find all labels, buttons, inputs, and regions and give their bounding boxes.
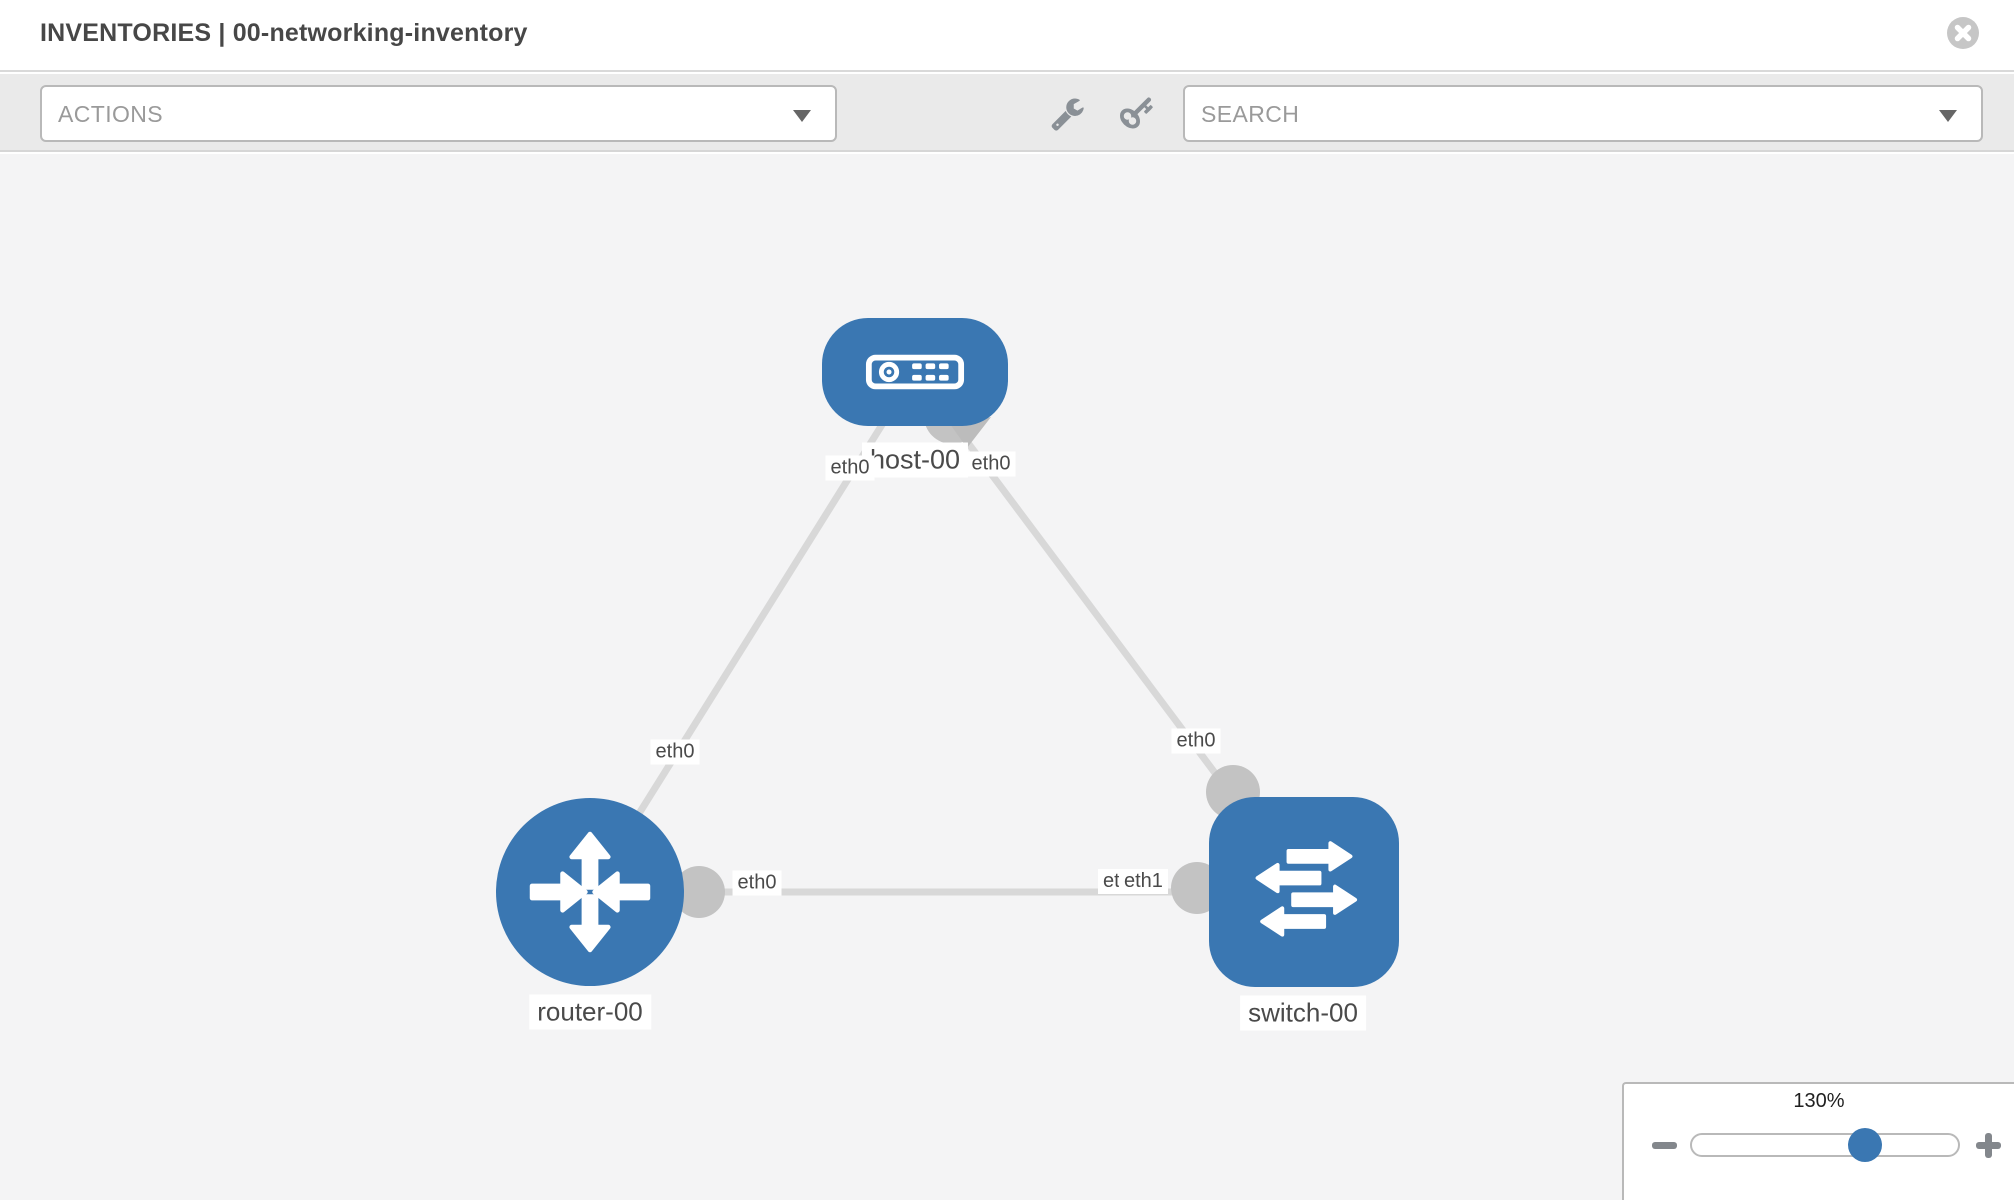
header: INVENTORIES | 00-networking-inventory [0, 0, 2014, 72]
zoom-in-icon [1985, 1133, 1992, 1158]
zoom-level: 130% [1793, 1090, 1845, 1112]
node-router-00[interactable] [496, 798, 684, 986]
close-icon [1954, 24, 1972, 42]
topology-canvas[interactable]: host-00 router-00 switch-00 eth0 eth0 et… [0, 154, 2014, 1200]
zoom-out-button[interactable] [1652, 1142, 1677, 1149]
router-arrows-icon [529, 831, 651, 953]
node-host-00[interactable] [822, 318, 1008, 426]
chevron-down-icon [793, 110, 811, 122]
iface-label-host-left: eth0 [825, 455, 875, 481]
links-layer [587, 369, 1307, 918]
page-title: INVENTORIES | 00-networking-inventory [40, 19, 528, 47]
search-dropdown-label: SEARCH [1201, 101, 1300, 127]
iface-label-switch-left: eth1 [1119, 869, 1168, 894]
zoom-slider-track[interactable] [1690, 1133, 1960, 1157]
search-dropdown[interactable]: SEARCH [1183, 85, 1983, 142]
close-button[interactable] [1947, 17, 1979, 49]
wrench-icon[interactable] [1050, 96, 1085, 131]
toolbar: ACTIONS SEARCH [0, 74, 2014, 152]
actions-dropdown-label: ACTIONS [58, 101, 164, 127]
iface-label-switch-top: eth0 [1171, 728, 1221, 754]
server-icon [865, 354, 965, 390]
switch-arrows-icon [1255, 841, 1358, 937]
key-icon[interactable] [1120, 96, 1155, 131]
zoom-slider-handle[interactable] [1848, 1128, 1882, 1162]
node-label-switch: switch-00 [1240, 995, 1366, 1031]
zoom-in-button[interactable] [1972, 1129, 2006, 1163]
node-label-host: host-00 [861, 442, 969, 478]
node-switch-00[interactable] [1209, 797, 1399, 987]
iface-label-router-top: eth0 [650, 739, 700, 765]
iface-label-host-right: eth0 [966, 451, 1016, 477]
iface-label-router-right: eth0 [732, 870, 782, 896]
chevron-down-icon [1939, 110, 1957, 122]
connector-router-right [673, 866, 725, 918]
node-label-router: router-00 [529, 994, 651, 1030]
zoom-panel: 130% [1622, 1082, 2014, 1200]
actions-dropdown[interactable]: ACTIONS [40, 85, 837, 142]
